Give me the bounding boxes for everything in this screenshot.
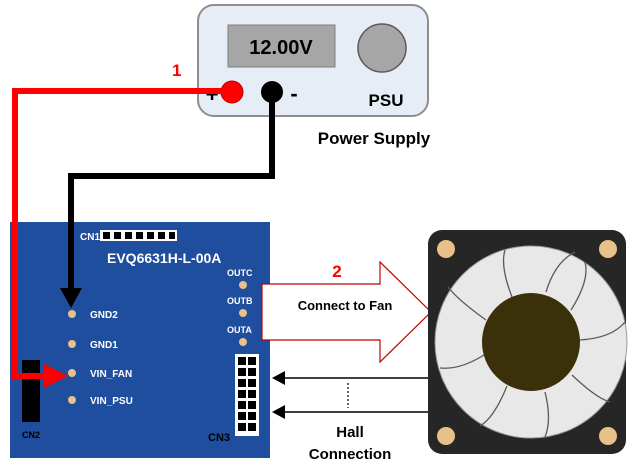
step2-number: 2 <box>332 262 341 281</box>
cn1-header <box>100 230 177 241</box>
cn3-header <box>235 354 259 436</box>
connect-to-fan-label: Connect to Fan <box>298 298 393 313</box>
psu-knob <box>357 23 407 73</box>
pin-gnd1-label: GND1 <box>90 340 118 351</box>
pin-vin-psu-label: VIN_PSU <box>90 396 133 407</box>
red-wire <box>12 88 221 379</box>
power-supply-caption: Power Supply <box>318 129 431 148</box>
cn2-label: CN2 <box>22 430 40 440</box>
hall-label-line1: Hall <box>336 424 364 441</box>
pin-gnd2-pad <box>68 310 76 318</box>
fan-blades <box>439 249 626 438</box>
psu-negative-terminal <box>261 81 283 103</box>
psu-plus-symbol: + <box>206 82 219 107</box>
board-body <box>10 222 270 458</box>
pin-outa-label: OUTA <box>227 325 252 335</box>
pin-gnd1-pad <box>68 340 76 348</box>
hall-wire-top-arrowhead <box>272 371 285 385</box>
red-wire-arrowhead <box>44 364 68 388</box>
power-supply-unit: 12.00V PSU + - <box>197 4 429 117</box>
cn1-label: CN1 <box>80 232 100 243</box>
pin-gnd2-label: GND2 <box>90 310 118 321</box>
fan-mount-hole-top-right <box>599 240 617 258</box>
psu-minus-symbol: - <box>290 81 297 106</box>
hall-wire-bottom-arrowhead <box>272 405 285 419</box>
pin-outc-pad <box>239 281 247 289</box>
black-wire <box>68 101 275 290</box>
cn2-header <box>22 360 40 422</box>
evaluation-board: CN1 EVQ6631H-L-00A GND2 GND1 VIN_FAN VIN… <box>10 222 270 458</box>
psu-display-value: 12.00V <box>249 37 313 59</box>
fan-mount-hole-bottom-left <box>437 427 455 445</box>
black-wire-arrowhead <box>60 288 82 308</box>
pin-outb-label: OUTB <box>227 296 253 306</box>
fan-mount-hole-bottom-right <box>599 427 617 445</box>
step1-number: 1 <box>172 61 181 80</box>
pin-vin-fan-pad <box>68 369 76 377</box>
fan <box>428 230 628 454</box>
pin-outa-pad <box>239 338 247 346</box>
psu-label: PSU <box>369 91 404 110</box>
pin-outb-pad <box>239 309 247 317</box>
pin-vin-fan-label: VIN_FAN <box>90 369 132 380</box>
pin-vin-psu-pad <box>68 396 76 404</box>
hall-label-line2: Connection <box>309 446 392 463</box>
cn3-label: CN3 <box>208 432 230 444</box>
psu-display <box>227 24 336 68</box>
pin-outc-label: OUTC <box>227 268 253 278</box>
board-name: EVQ6631H-L-00A <box>107 250 221 266</box>
fan-hub <box>482 293 580 391</box>
psu-positive-terminal <box>220 80 244 104</box>
fan-mount-hole-top-left <box>437 240 455 258</box>
connect-to-fan-arrow <box>261 260 432 364</box>
